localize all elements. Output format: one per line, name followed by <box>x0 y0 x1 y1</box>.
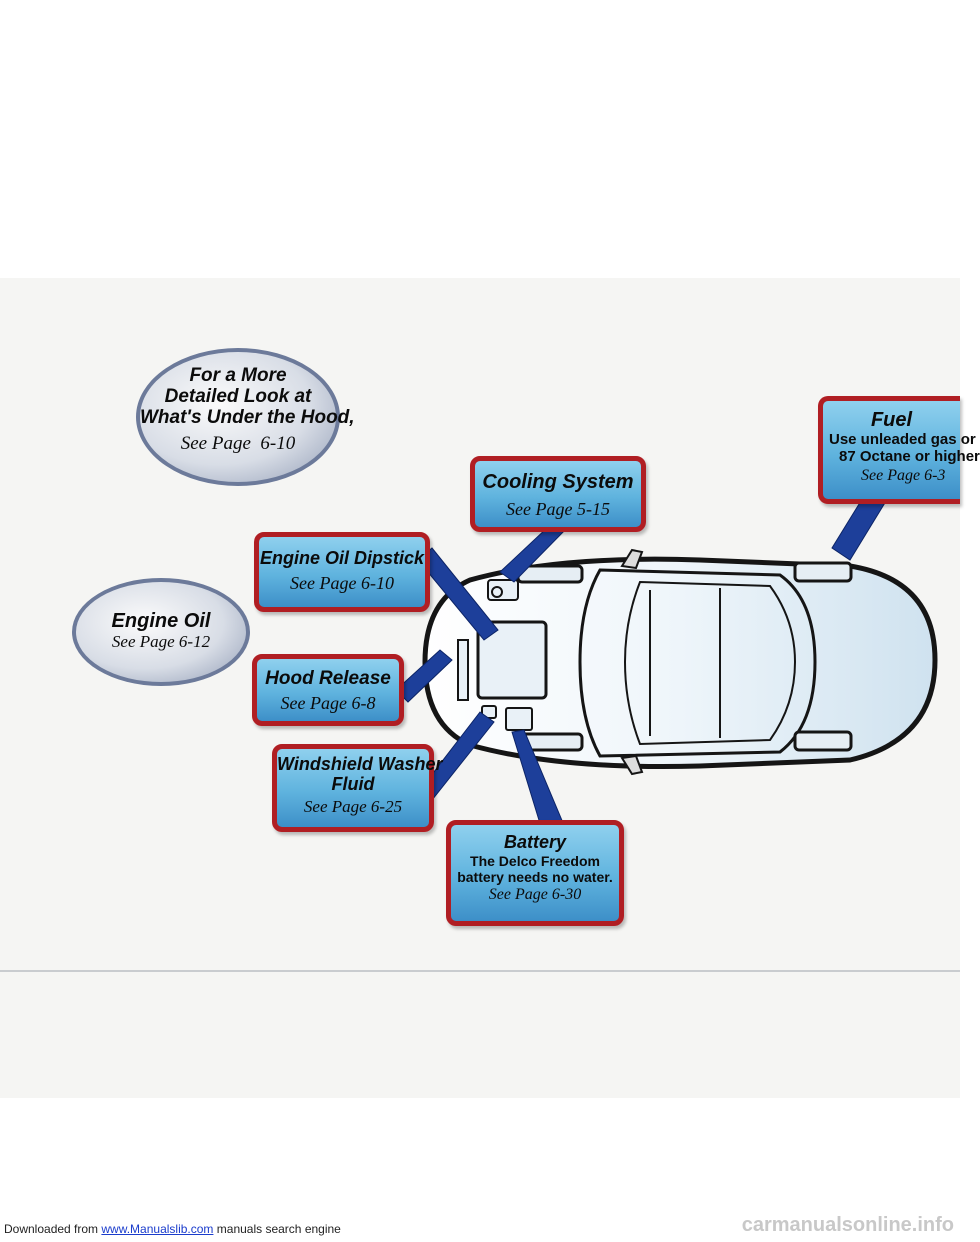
wheel-rear-top <box>793 561 853 583</box>
manualslib-link[interactable]: www.Manualslib.com <box>101 1222 214 1236</box>
detail-line-3: What's Under the Hood, <box>140 406 355 428</box>
detail-page-ref: See Page 6-10 <box>180 432 296 454</box>
battery-line-1: The Delco Freedom <box>470 852 600 869</box>
car-diagram <box>395 469 938 831</box>
battery-line-2: battery needs no water. <box>457 868 613 885</box>
battery-title: Battery <box>503 832 567 852</box>
download-footer: Downloaded from www.Manualslib.com manua… <box>4 1222 341 1236</box>
engine-oil-callout: Engine Oil See Page 6-12 <box>72 578 250 686</box>
cooling-system-page-ref: See Page 5-15 <box>506 499 610 519</box>
engine-block <box>476 620 548 700</box>
engine-oil-dipstick-callout: Engine Oil Dipstick See Page 6-10 <box>254 532 430 612</box>
battery-box <box>505 707 533 731</box>
hood-release-page-ref: See Page 6-8 <box>280 692 376 713</box>
footer-prefix: Downloaded from <box>4 1222 102 1236</box>
footer-suffix: manuals search engine <box>213 1222 341 1236</box>
battery-callout: Battery The Delco Freedom battery needs … <box>446 820 624 926</box>
divider-line <box>0 970 960 972</box>
detail-line-1: For a More <box>189 365 287 386</box>
washer-title-line1: Windshield Washer <box>277 754 443 774</box>
coolant-reservoir <box>487 579 519 601</box>
fuel-line-1: Use unleaded gas or <box>829 431 976 448</box>
engine-oil-page-ref: See Page 6-12 <box>111 632 211 651</box>
engine-oil-title: Engine Oil <box>111 610 211 632</box>
hood-release-callout: Hood Release See Page 6-8 <box>252 654 404 726</box>
dipstick-title: Engine Oil Dipstick <box>259 548 425 568</box>
battery-page-ref: See Page 6-30 <box>488 885 582 903</box>
cooling-system-title: Cooling System <box>482 471 634 493</box>
fuel-page-ref: See Page 6-3 <box>861 466 946 484</box>
fuel-title: Fuel <box>870 409 913 431</box>
fuel-callout: Fuel Use unleaded gas or 87 Octane or hi… <box>818 396 980 504</box>
detail-line-2: Detailed Look at <box>164 385 312 407</box>
cooling-system-callout: Cooling System See Page 5-15 <box>470 456 646 532</box>
fuel-line-2: 87 Octane or higher <box>839 448 980 466</box>
watermark-text: carmanualsonline.info <box>741 1214 954 1236</box>
washer-page-ref: See Page 6-25 <box>303 796 403 816</box>
roof-outline <box>623 580 797 746</box>
arrow-hood-release <box>395 649 453 703</box>
dipstick-page-ref: See Page 6-10 <box>290 572 394 593</box>
hood-release-title: Hood Release <box>265 668 391 689</box>
washer-fluid-callout: Windshield Washer Fluid See Page 6-25 <box>272 744 443 832</box>
detail-look-callout: For a More Detailed Look at What's Under… <box>136 348 355 486</box>
cabin-outline <box>578 568 817 758</box>
wheel-rear-bottom <box>793 730 853 752</box>
washer-title-line2: Fluid <box>331 773 375 794</box>
